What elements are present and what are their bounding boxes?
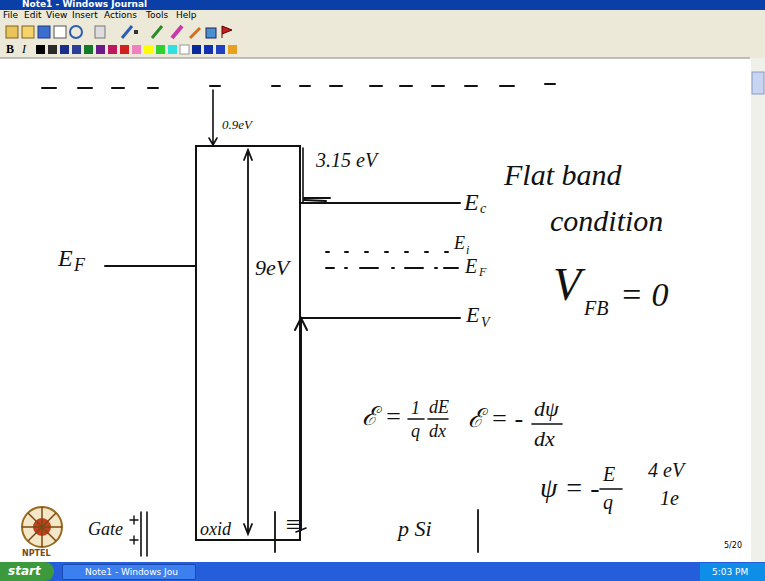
clock: 5:03 PM <box>712 568 748 577</box>
menu-item: Tools <box>146 11 168 20</box>
band-subscript: V <box>481 316 490 330</box>
menu-item: Help <box>176 11 197 20</box>
window-title: Note1 - Windows Journal <box>22 0 147 9</box>
start-button: start <box>0 562 54 581</box>
equation-text: E <box>603 464 615 484</box>
bold-button: B <box>6 43 14 55</box>
node-text: 9eV <box>255 257 289 279</box>
note-text: 4 eV <box>648 460 684 480</box>
equation-text: dE <box>429 398 449 416</box>
equation-text: q <box>603 492 613 512</box>
handwriting <box>42 84 622 556</box>
color-swatches <box>36 45 237 54</box>
band-subscript: F <box>479 266 486 278</box>
menu-item: File <box>3 11 18 20</box>
band-label: E <box>466 304 479 326</box>
nptel-logo <box>22 507 62 547</box>
note-text: 1e <box>660 488 679 508</box>
title-bar <box>0 0 765 10</box>
menu-bar <box>0 10 765 22</box>
fermi-label: E <box>58 246 73 270</box>
oxide-box: 9eV <box>195 145 301 541</box>
menu-item: Edit <box>24 11 41 20</box>
equation-text: V <box>553 262 581 308</box>
italic-button: I <box>22 43 26 55</box>
electron-affinity-label: 3.15 eV <box>316 150 377 170</box>
menu-item: Actions <box>104 11 137 20</box>
menu-item: View <box>46 11 67 20</box>
menu-item: Insert <box>72 11 98 20</box>
region-label: Gate <box>88 520 123 538</box>
band-subscript: i <box>466 244 469 256</box>
region-label: oxid <box>200 520 231 538</box>
node-text: start <box>8 565 41 577</box>
equation-text: dψ <box>534 398 559 420</box>
equation-subscript: FB <box>584 298 608 318</box>
equation-text: ψ = - <box>540 474 600 502</box>
equation-text: dx <box>534 428 555 450</box>
band-subscript: c <box>480 202 486 216</box>
note-text: Flat band <box>504 160 622 190</box>
band-label: E <box>465 256 477 276</box>
equation-text: ℰ = - <box>468 406 523 432</box>
scrollbar <box>751 58 765 562</box>
note-text: condition <box>550 206 663 236</box>
toolbar <box>0 22 765 58</box>
tray <box>700 563 765 581</box>
taskbar-button: Note1 - Windows Jou <box>62 564 196 580</box>
band-label: E <box>454 234 465 252</box>
fermi-subscript: F <box>74 256 85 274</box>
equation-text: ℰ = <box>362 404 402 430</box>
equation-text: q <box>411 422 420 440</box>
equation-text: 1 <box>411 399 420 417</box>
page-number: 5/20 <box>724 542 742 550</box>
equation-text: = 0 <box>620 278 668 312</box>
taskbar <box>0 562 765 581</box>
band-offset-label: 0.9eV <box>222 118 252 131</box>
region-symbol: ≡ <box>284 512 302 538</box>
equation-text: dx <box>429 422 446 440</box>
toolbar-icons <box>6 26 232 38</box>
region-label: p Si <box>398 518 432 540</box>
logo-text: NPTEL <box>22 550 51 558</box>
node-text: Note1 - Windows Jou <box>85 568 178 577</box>
band-label: E <box>464 190 479 214</box>
